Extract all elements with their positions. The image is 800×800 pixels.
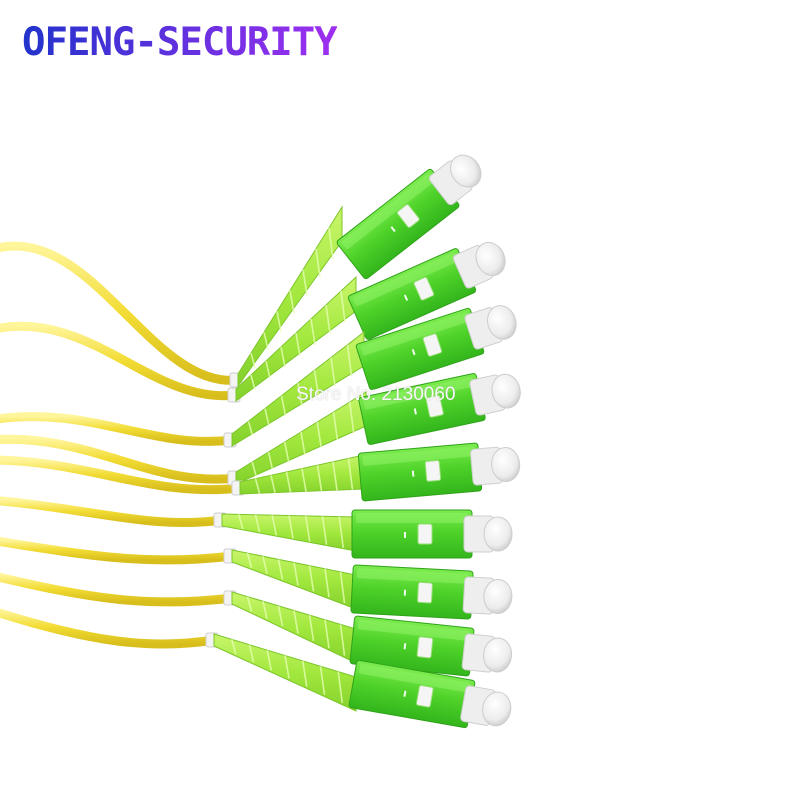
fiber-cable-icon (0, 434, 241, 484)
connector-group (205, 154, 521, 729)
sc-apc-connector-icon (223, 548, 513, 620)
dust-cap-icon (452, 241, 506, 289)
dust-cap-icon (462, 576, 513, 615)
dust-cap-icon (469, 373, 521, 416)
sc-apc-connector-icon (223, 590, 513, 677)
fiber-cable-icon (0, 537, 237, 565)
fiber-cable-icon (0, 455, 245, 495)
fiber-cable-icon (0, 321, 241, 401)
sc-apc-connector-icon (229, 154, 482, 388)
brand-logo: OFENG-SECURITY (22, 20, 338, 65)
dust-cap-icon (461, 633, 513, 673)
fiber-cable-icon (0, 572, 237, 607)
dust-cap-icon (429, 154, 482, 206)
fiber-cable-group (0, 241, 245, 649)
dust-cap-icon (460, 685, 512, 727)
fiber-cable-icon (0, 496, 227, 528)
sc-apc-connector-icon (227, 373, 521, 486)
dust-cap-icon (463, 515, 513, 553)
sc-apc-connector-icon (205, 632, 512, 729)
sc-apc-connector-icon (227, 241, 506, 403)
sc-apc-connector-icon (213, 509, 513, 559)
dust-cap-icon (464, 305, 517, 350)
fiber-cable-icon (0, 241, 243, 385)
dust-cap-icon (470, 446, 521, 486)
sc-apc-connector-icon (231, 442, 521, 502)
fiber-cable-icon (0, 608, 219, 649)
fiber-cable-icon (0, 412, 237, 446)
sc-apc-connector-icon (223, 305, 517, 448)
store-watermark: Store No: 2130060 (296, 384, 456, 405)
